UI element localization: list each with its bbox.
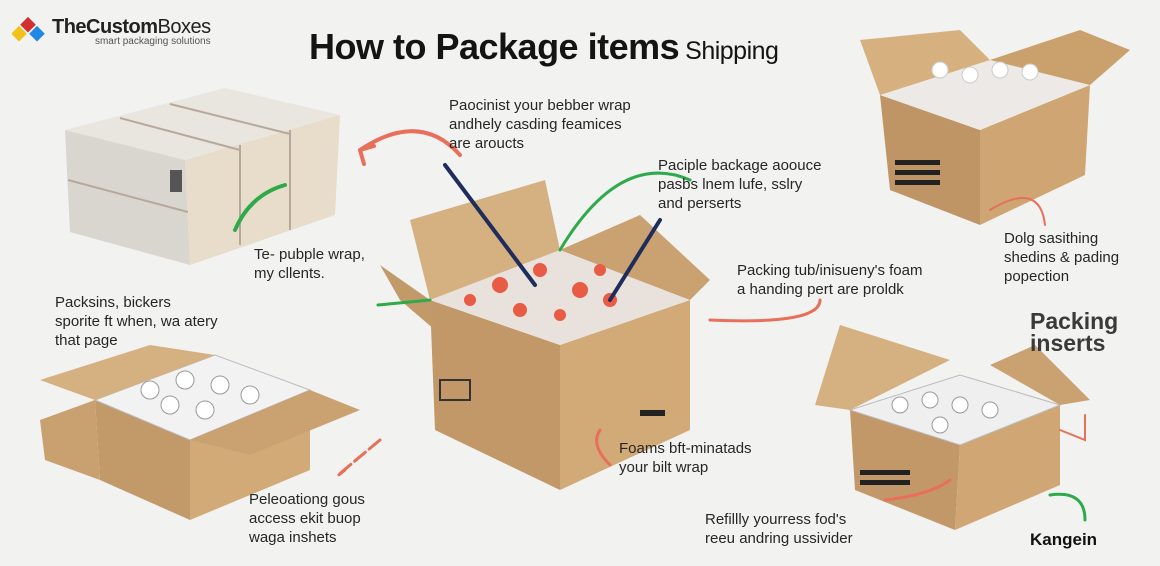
arrows bbox=[233, 129, 1087, 522]
caption-inserts: Peleoationg gous access ekit buop waga i… bbox=[249, 491, 365, 546]
caption-padding-protection: Dolg sasithing shedins & pading popectio… bbox=[1004, 230, 1120, 285]
caption-bubble-wrap-note: Paocinist your bebber wrap andhely casdi… bbox=[449, 97, 631, 152]
bubble-wrap-block bbox=[65, 88, 340, 265]
brand-mark: Kangein bbox=[1030, 530, 1098, 549]
logo-icon bbox=[12, 16, 45, 42]
caption-bubble-wrap: Te- pubple wrap, my cllents. bbox=[254, 246, 365, 282]
logo-tagline: smart packaging solutions bbox=[94, 36, 211, 47]
packing-inserts-heading: Packing inserts bbox=[1030, 308, 1119, 356]
bottom-right-box bbox=[815, 325, 1090, 530]
center-open-box bbox=[380, 180, 710, 490]
logo-name: TheCustomBoxes bbox=[52, 16, 211, 38]
caption-foam-wrap: Foams bft-minatads your bilt wrap bbox=[619, 440, 752, 476]
brand-logo[interactable]: TheCustomBoxes smart packaging solutions bbox=[12, 16, 211, 47]
caption-packing-peanuts: Packsins, bickers sporite ft when, wa at… bbox=[55, 294, 218, 349]
caption-foam: Packing tub/inisueny's foam a handing pe… bbox=[737, 262, 923, 298]
bottom-left-open-box bbox=[40, 345, 360, 520]
caption-package-note: Paciple backage aoouce pasbs lnem lufe, … bbox=[658, 157, 822, 212]
top-right-box bbox=[860, 30, 1130, 225]
caption-refill: Refillly yourress fod's reeu andring uss… bbox=[705, 511, 853, 547]
